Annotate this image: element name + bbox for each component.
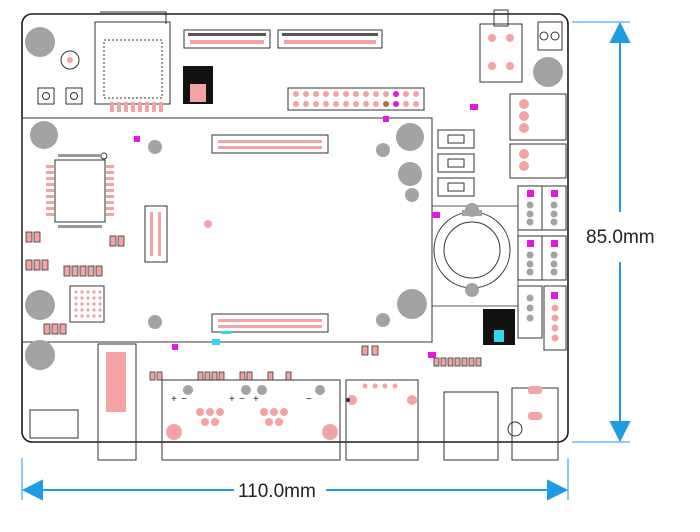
coin-cell-battery	[433, 203, 511, 297]
mounting-hole	[148, 315, 162, 329]
bga-chip	[69, 285, 105, 323]
cyan-markers	[212, 331, 231, 345]
antenna-connectors	[37, 87, 83, 105]
push-buttons	[437, 129, 475, 197]
mounting-hole	[396, 123, 424, 151]
mounting-hole	[376, 143, 390, 157]
bottom-round-pads	[183, 385, 350, 402]
ring-hole	[67, 57, 73, 63]
polarity-plus: +	[253, 394, 259, 405]
height-label: 85.0mm	[586, 227, 655, 248]
header-pins	[287, 87, 425, 111]
ring-hole	[507, 421, 523, 437]
audio-jack	[479, 9, 563, 83]
power-inductor-bottom	[483, 309, 515, 345]
mounting-hole	[25, 290, 55, 320]
mounting-hole	[533, 57, 563, 87]
magenta-markers	[134, 104, 478, 358]
bottom-smd	[149, 345, 482, 381]
b2b-connector-top	[211, 134, 329, 154]
power-inductor	[183, 66, 213, 104]
mounting-hole	[398, 162, 422, 186]
mounting-hole	[30, 121, 58, 149]
mounting-hole	[405, 188, 419, 202]
mounting-hole	[148, 140, 162, 154]
qfp-chip	[46, 152, 114, 228]
mounting-hole	[397, 289, 427, 319]
mounting-hole	[25, 27, 55, 57]
bottom-connector-pads	[106, 352, 542, 440]
audio-jack-pads	[488, 34, 514, 70]
polarity-minus: −	[181, 394, 187, 405]
right-headers	[517, 185, 567, 351]
sd-pads	[110, 102, 163, 112]
fiducial	[204, 220, 212, 228]
resistor-arrays	[25, 231, 125, 335]
fpc-connectors	[183, 29, 383, 49]
b2b-connector-bottom	[211, 313, 329, 333]
mounting-holes	[25, 27, 563, 370]
right-port-pads	[519, 99, 529, 171]
mounting-hole	[25, 340, 55, 370]
mounting-hole	[376, 313, 390, 327]
right-ports	[509, 93, 567, 179]
b2b-connector-vertical	[144, 205, 168, 263]
width-label: 110.0mm	[238, 481, 316, 502]
height-dimension	[572, 21, 631, 443]
ring-holes	[60, 50, 523, 437]
polarity-minus: −	[306, 394, 312, 405]
width-dimension	[21, 458, 569, 501]
bottom-connectors	[29, 343, 559, 461]
polarity-minus: −	[239, 394, 245, 405]
polarity-plus: +	[171, 394, 177, 405]
ring-hole	[60, 50, 80, 70]
polarity-labels: + − + − + −	[171, 394, 312, 405]
polarity-plus: +	[229, 394, 235, 405]
